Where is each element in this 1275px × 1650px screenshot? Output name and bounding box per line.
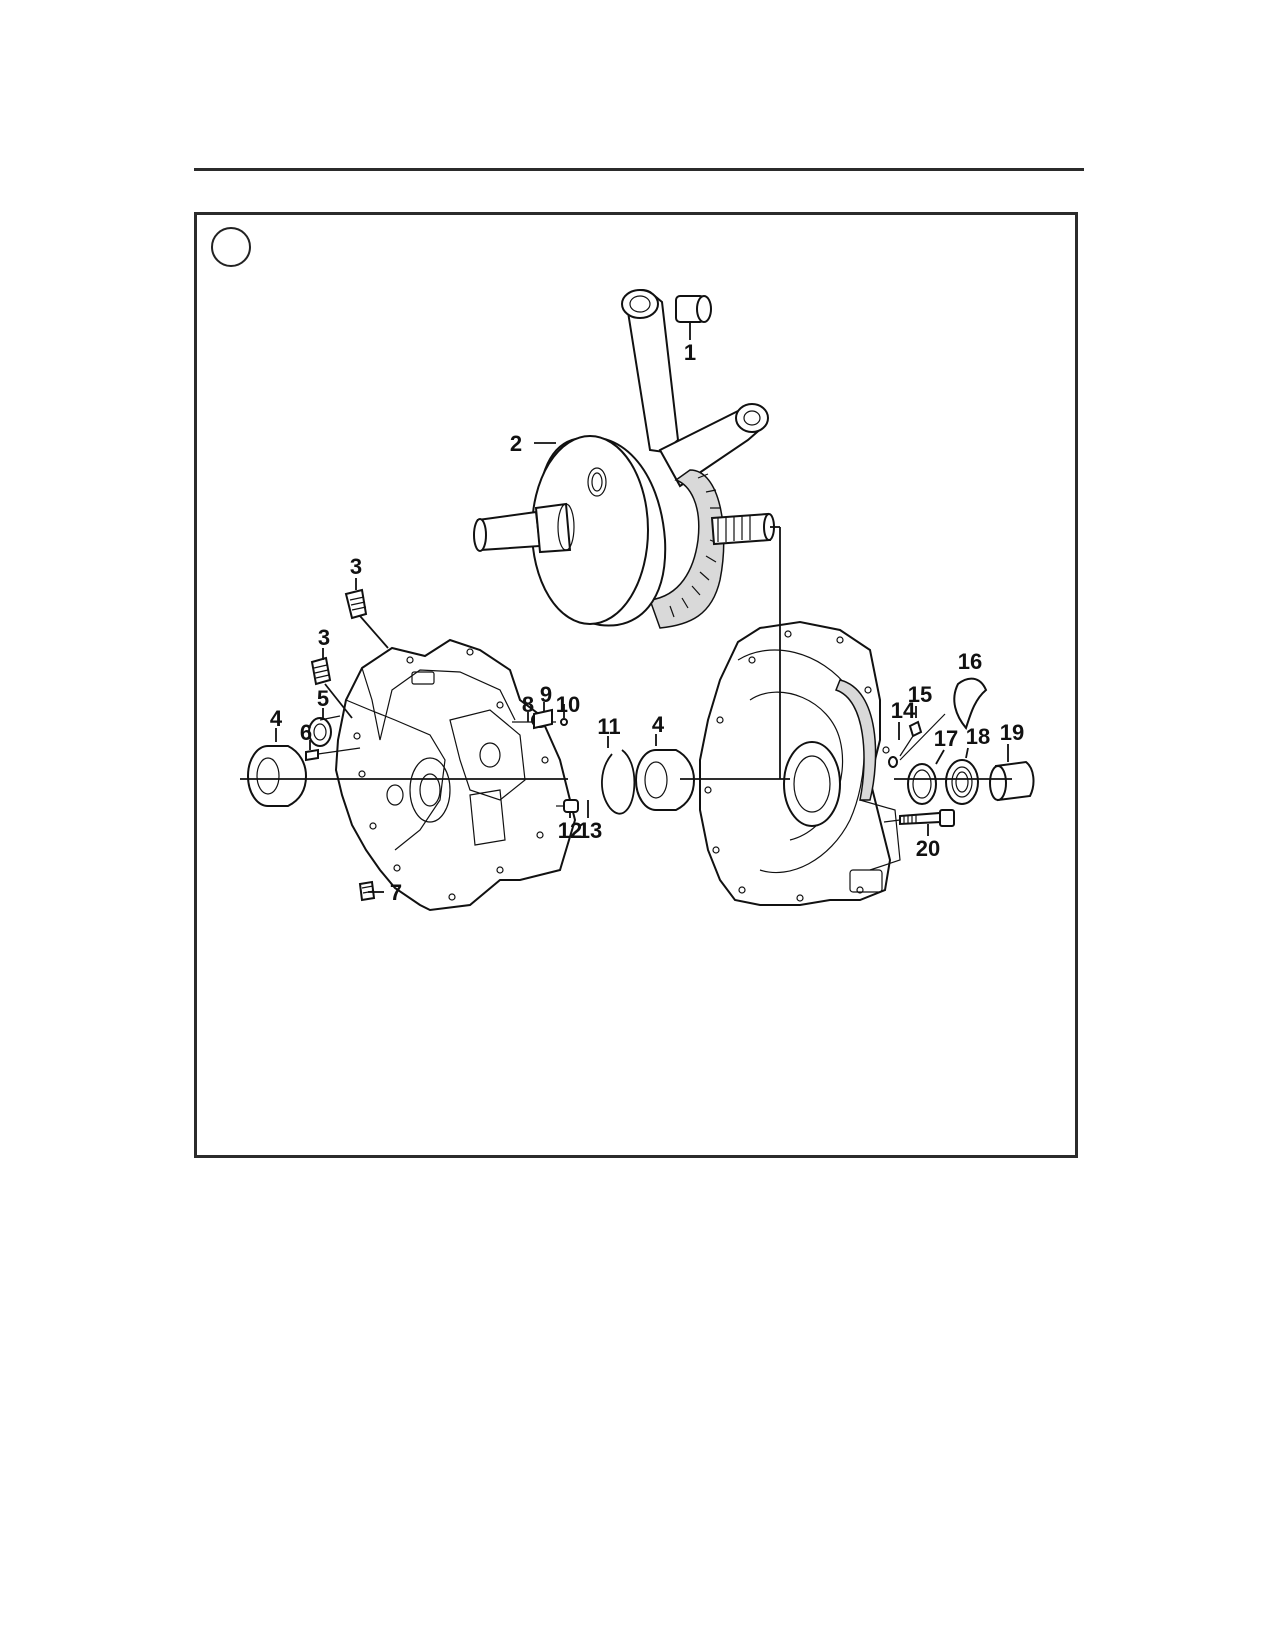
callout-8: 8 — [522, 692, 534, 717]
figure-frame — [194, 212, 1078, 1158]
callout-4-left: 4 — [270, 706, 283, 731]
callout-7: 7 — [390, 880, 402, 905]
header-rule — [194, 168, 1084, 171]
callout-20: 20 — [916, 836, 940, 861]
figure-marker-circle — [211, 227, 251, 267]
stud-upper — [344, 588, 389, 649]
bushing-19 — [989, 760, 1035, 802]
right-main-bearing — [635, 749, 696, 811]
callout-17: 17 — [934, 726, 958, 751]
left-main-bearing — [247, 745, 308, 807]
crankpin-bushing — [675, 295, 712, 323]
callout-18: 18 — [966, 724, 990, 749]
leader-lines — [275, 322, 1009, 893]
flywheel-assembly — [473, 435, 775, 629]
callout-3-upper: 3 — [350, 554, 362, 579]
connecting-rods — [621, 289, 769, 488]
callout-labels: 1 2 3 3 4 5 6 7 8 9 10 11 4 12 13 14 15 … — [270, 340, 1024, 905]
callout-9: 9 — [540, 682, 552, 707]
bolt-20 — [883, 809, 955, 827]
callout-19: 19 — [1000, 720, 1024, 745]
callout-4-right: 4 — [652, 712, 665, 737]
callout-12: 12 — [558, 818, 582, 843]
callout-2: 2 — [510, 431, 522, 456]
callout-3-lower: 3 — [318, 625, 330, 650]
bearing-18 — [945, 759, 979, 805]
left-crankcase-half — [334, 638, 577, 912]
parts-12-13 — [556, 799, 589, 814]
callout-15: 15 — [908, 682, 932, 707]
shim-16 — [899, 677, 988, 761]
parts-8-9-10 — [512, 708, 568, 730]
callout-11: 11 — [597, 714, 620, 739]
stud-lower — [310, 656, 353, 719]
callout-5: 5 — [317, 686, 329, 711]
oil-seal-5 — [308, 715, 341, 747]
assembly-lines — [240, 526, 1012, 780]
callout-6: 6 — [300, 720, 312, 745]
parts-14-15 — [888, 720, 923, 768]
callout-13: 13 — [578, 818, 602, 843]
dowel-pin-6 — [305, 747, 361, 762]
callout-16: 16 — [958, 649, 982, 674]
right-crankcase-half — [699, 620, 901, 906]
callout-14: 14 — [891, 698, 916, 723]
drain-plug-7 — [358, 880, 376, 902]
retaining-ring-11 — [601, 749, 636, 815]
callout-1: 1 — [684, 340, 696, 365]
ring-17 — [907, 763, 937, 805]
callout-10: 10 — [556, 692, 580, 717]
